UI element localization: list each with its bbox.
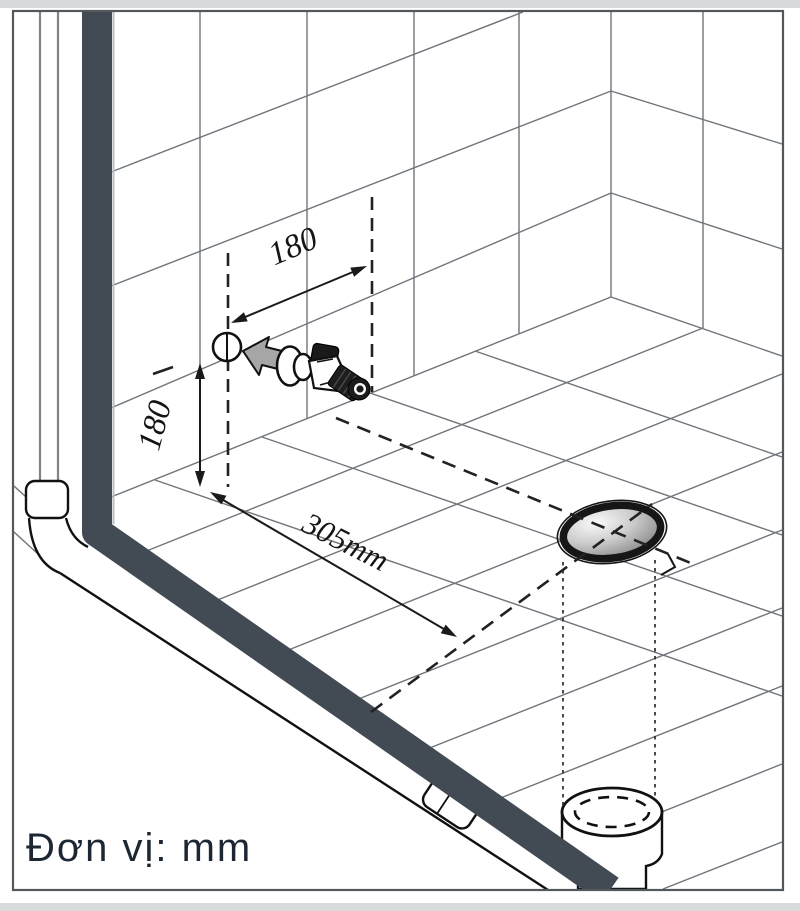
unit-caption: Đơn vị: mm [26,826,252,870]
drain-opening-dashed [573,795,651,829]
shower-frame-bar [82,12,619,889]
dimension-label-horizontal: 180 [263,220,323,273]
dimension-label-drain-distance: 305mm [296,505,394,578]
pipe-elbow-inner [64,517,89,549]
dimension-horizontal-180: 180 [231,220,367,323]
left-floor-edge-line [14,531,39,555]
dimension-vertical-180: 180 [132,363,205,487]
top-edge-band [0,0,800,8]
valve-handle-cap-ring [354,383,367,396]
floor-dashed-line [370,502,653,714]
water-supply-pipe [24,12,579,889]
bottom-edge-band [0,903,800,911]
tick-dash [152,365,174,376]
dimension-floor-305: 305mm [210,492,457,637]
valve-assembly [211,331,371,402]
dimension-label-vertical: 180 [132,396,180,454]
valve-handle-cap [347,377,371,401]
pipe-elbow-fitting [24,479,70,520]
tile-grid [110,12,782,889]
pipe-run-outline [59,571,549,889]
floor-dashed-line [335,416,699,568]
drain-pipe-below-floor [560,786,664,889]
pipe-elbow-outer [27,517,61,575]
right-angle-mark [660,553,677,576]
diagram-frame [11,9,785,892]
